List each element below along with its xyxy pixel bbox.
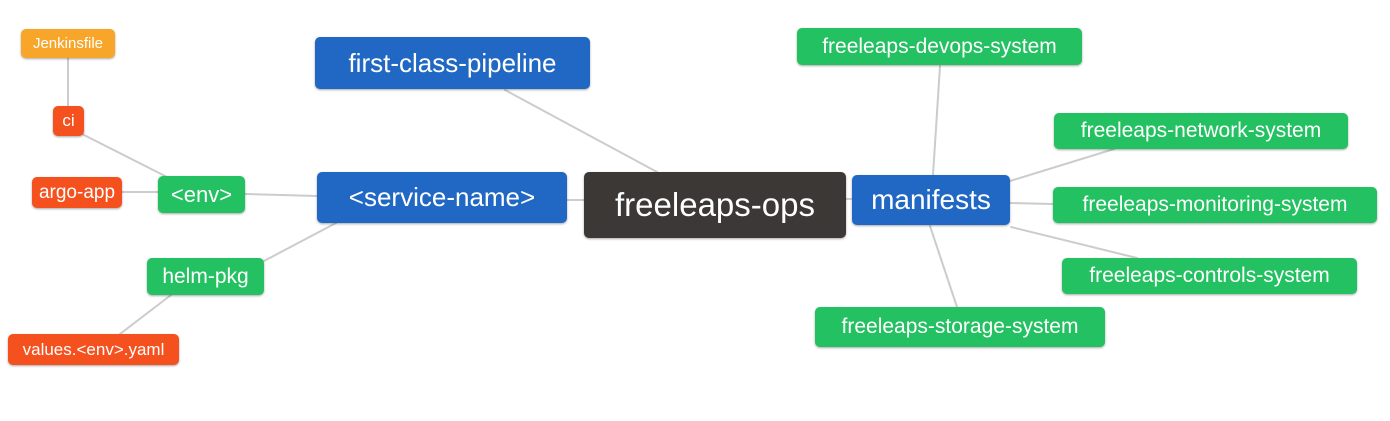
node-freeleaps-storage-system[interactable]: freeleaps-storage-system [815,307,1105,347]
node-first-class-pipeline[interactable]: first-class-pipeline [315,37,590,89]
edge-manifests-controls [1010,226,1138,259]
node-helm-pkg[interactable]: helm-pkg [147,258,264,295]
node-freeleaps-devops-system[interactable]: freeleaps-devops-system [797,28,1082,65]
edge-manifests-monitoring [1009,202,1054,205]
node-freeleaps-devops-system-label: freeleaps-devops-system [822,34,1057,58]
node-service-name[interactable]: <service-name> [317,172,567,223]
node-env-label: <env> [170,181,233,207]
node-manifests-label: manifests [871,184,991,215]
edge-manifests-storage [929,225,958,308]
node-freeleaps-network-system-label: freeleaps-network-system [1080,119,1322,142]
node-values-env-yaml[interactable]: values.<env>.yaml [8,334,179,365]
node-manifests[interactable]: manifests [852,175,1010,225]
node-freeleaps-ops[interactable]: freeleaps-ops [584,172,846,238]
node-env[interactable]: <env> [158,176,245,213]
node-jenkinsfile-label: Jenkinsfile [32,35,104,52]
node-freeleaps-network-system[interactable]: freeleaps-network-system [1054,113,1348,149]
node-freeleaps-ops-label: freeleaps-ops [615,186,815,223]
edge-manifests-devops [932,65,941,176]
node-freeleaps-controls-system-label: freeleaps-controls-system [1089,264,1330,287]
node-freeleaps-storage-system-label: freeleaps-storage-system [841,315,1079,338]
edge-service-name-env [244,193,318,197]
node-helm-pkg-label: helm-pkg [162,264,249,288]
node-argo-app[interactable]: argo-app [32,177,122,208]
edge-helm-pkg-values [119,294,172,335]
node-values-env-yaml-label: values.<env>.yaml [22,339,165,359]
node-freeleaps-controls-system[interactable]: freeleaps-controls-system [1062,258,1357,294]
edge-env-ci [81,133,168,178]
node-jenkinsfile[interactable]: Jenkinsfile [21,29,115,58]
node-service-name-label: <service-name> [348,182,536,212]
edge-service-name-helm-pkg [263,222,337,262]
edge-manifests-network [1009,148,1115,182]
node-freeleaps-monitoring-system-label: freeleaps-monitoring-system [1082,193,1348,216]
node-argo-app-label: argo-app [38,181,116,203]
edge-ops-first-class-pipeline [504,89,658,173]
node-ci-label: ci [62,111,75,130]
node-ci[interactable]: ci [53,106,84,136]
node-freeleaps-monitoring-system[interactable]: freeleaps-monitoring-system [1053,187,1377,223]
node-first-class-pipeline-label: first-class-pipeline [348,47,557,78]
